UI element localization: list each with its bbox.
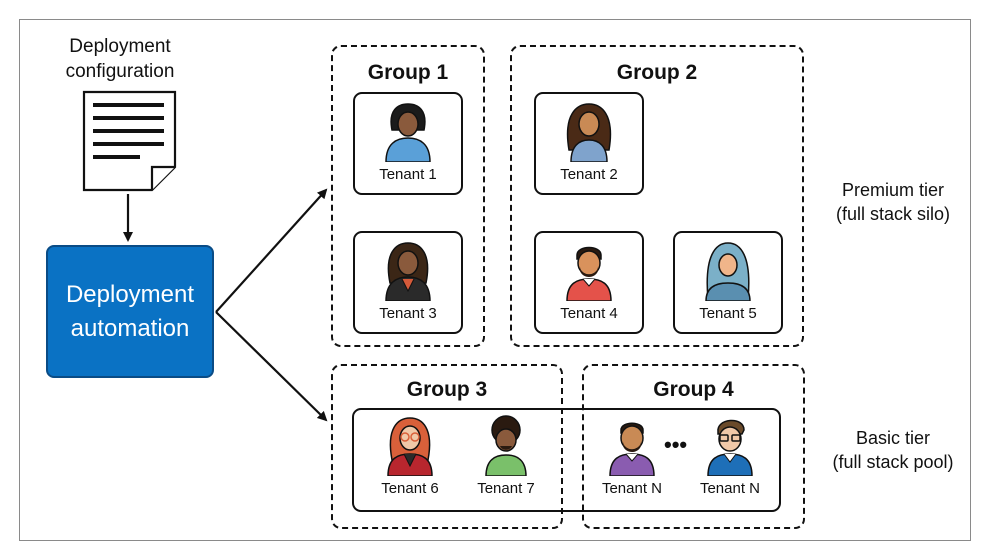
arrow-to-premium bbox=[215, 188, 328, 313]
tenant-1-name: Tenant 1 bbox=[379, 166, 437, 183]
tenant-2-name: Tenant 2 bbox=[560, 166, 618, 183]
basic-tier-label: Basic tier (full stack pool) bbox=[832, 428, 954, 472]
woman-glasses-avatar-icon bbox=[387, 417, 433, 476]
man-curly-hair-avatar-icon bbox=[485, 415, 527, 476]
tenant-n-name-b: Tenant N bbox=[699, 480, 761, 497]
basic-pool-container bbox=[352, 408, 781, 512]
group-1-title: Group 1 bbox=[367, 61, 449, 84]
group-3: Group 3 bbox=[331, 364, 563, 529]
hijab-woman-avatar-icon bbox=[705, 242, 751, 301]
woman-avatar-icon bbox=[566, 103, 612, 162]
man-glasses-avatar-icon bbox=[707, 419, 753, 476]
deployment-automation-box: Deployment automation bbox=[46, 245, 214, 378]
premium-tier-label: Premium tier (full stack silo) bbox=[835, 180, 951, 224]
ellipsis-more-tenants: ••• bbox=[664, 432, 688, 457]
woman-avatar-icon bbox=[385, 242, 431, 301]
woman-avatar-icon bbox=[385, 103, 431, 162]
tenant-7-name: Tenant 7 bbox=[477, 480, 535, 497]
tenant-3-name: Tenant 3 bbox=[379, 305, 437, 322]
man-avatar-icon bbox=[566, 246, 612, 301]
arrow-to-basic bbox=[215, 311, 328, 422]
tenant-1-card: Tenant 1 bbox=[353, 92, 463, 195]
tenant-n-card-b: Tenant N bbox=[680, 414, 780, 508]
group-2: Group 2 bbox=[510, 45, 804, 347]
group-4: Group 4 bbox=[582, 364, 805, 529]
deployment-configuration-label: Deployment configuration bbox=[65, 36, 175, 82]
group-3-title: Group 3 bbox=[406, 378, 488, 401]
tenant-6-name: Tenant 6 bbox=[381, 480, 439, 497]
tenant-5-name: Tenant 5 bbox=[699, 305, 757, 322]
tenant-6-card: Tenant 6 bbox=[360, 414, 460, 508]
document-icon bbox=[82, 90, 177, 192]
tenant-2-card: Tenant 2 bbox=[534, 92, 644, 195]
tenant-n-name-a: Tenant N bbox=[601, 480, 663, 497]
group-1: Group 1 bbox=[331, 45, 485, 347]
tenant-3-card: Tenant 3 bbox=[353, 231, 463, 334]
diagram-frame bbox=[19, 19, 971, 541]
deployment-automation-label: Deployment automation bbox=[65, 280, 195, 342]
tenant-7-card: Tenant 7 bbox=[456, 414, 556, 508]
man-avatar-icon bbox=[609, 422, 655, 476]
tenant-5-card: Tenant 5 bbox=[673, 231, 783, 334]
tenant-4-name: Tenant 4 bbox=[560, 305, 618, 322]
tenant-4-card: Tenant 4 bbox=[534, 231, 644, 334]
group-4-title: Group 4 bbox=[653, 378, 734, 401]
tenant-n-card-a: Tenant N bbox=[582, 414, 682, 508]
group-2-title: Group 2 bbox=[616, 61, 698, 84]
